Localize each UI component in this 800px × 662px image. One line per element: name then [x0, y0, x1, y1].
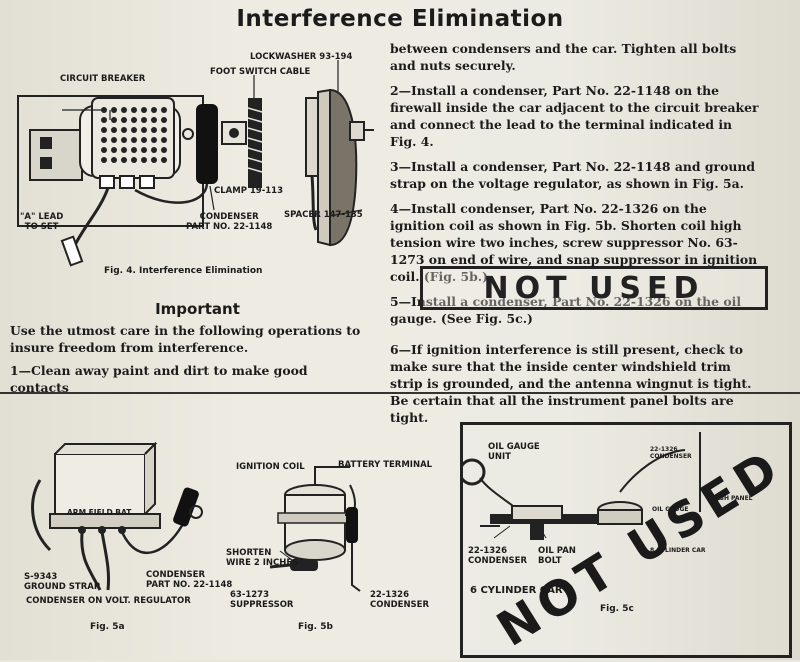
- fig5c-label-dash-panel: DASH PANEL: [710, 495, 753, 502]
- fig5a-title: CONDENSER ON VOLT. REGULATOR: [26, 596, 191, 606]
- fig5c-label-oil-pan-bolt: OIL PAN BOLT: [538, 546, 576, 566]
- important-intro: Use the utmost care in the following ope…: [10, 323, 361, 355]
- fig5b-caption: Fig. 5b: [298, 622, 333, 632]
- section-divider: [0, 392, 800, 394]
- step-3: 3—Install a condenser, Part No. 22-1148 …: [390, 159, 756, 191]
- fig5b-label-ignition-coil: IGNITION COIL: [236, 462, 305, 472]
- fig5b-label-battery-terminal: BATTERY TERMINAL: [338, 460, 433, 470]
- fig4-caption: Fig. 4. Interference Elimination: [104, 266, 263, 276]
- fig4-label-lockwasher: LOCKWASHER 93-194: [250, 52, 353, 62]
- fig4-drawing: [17, 60, 374, 267]
- left-column-text: Use the utmost care in the following ope…: [10, 322, 370, 396]
- fig5b-drawing: [269, 466, 361, 592]
- fig5c-label-small-condenser: 22-1326 CONDENSER: [650, 446, 692, 460]
- step-5: 5—Install a condenser, Part No. 22-1326 …: [390, 294, 742, 326]
- not-used-stamp: NOT USED: [420, 266, 768, 310]
- fig5a-label-terminals: ARM FIELD BAT: [67, 508, 132, 517]
- fig4-label-condenser: CONDENSER PART NO. 22-1148: [186, 212, 273, 232]
- fig4-label-spacer: SPACER 147-135: [284, 210, 363, 220]
- fig5c-drawing: [460, 432, 701, 540]
- fig5c-box: [460, 422, 792, 658]
- fig5b-label-shorten: SHORTEN WIRE 2 INCHES: [226, 548, 299, 568]
- important-heading: Important: [155, 300, 240, 318]
- fig5c-label-condenser: 22-1326 CONDENSER: [468, 546, 528, 566]
- fig5c-label-6-cylinder: 6 CYLINDER CAR: [470, 585, 563, 596]
- fig5b-label-condenser: 22-1326 CONDENSER: [370, 590, 430, 610]
- fig5a-label-ground-strap: S-9343 GROUND STRAP: [24, 572, 101, 592]
- fig4-label-foot-switch: FOOT SWITCH CABLE: [210, 67, 311, 77]
- page-title: Interference Elimination: [236, 6, 564, 32]
- step-4: 4—Install condenser, Part No. 22-1326 on…: [390, 201, 758, 284]
- paragraph-continuation: between condensers and the car. Tighten …: [390, 41, 737, 73]
- fig5c-label-8-cylinder: 8 CYLINDER CAR: [650, 547, 706, 554]
- fig5a-caption: Fig. 5a: [90, 622, 125, 632]
- fig4-label-a-lead: "A" LEAD TO SET: [20, 212, 64, 232]
- fig5c-label-oil-gauge-unit: OIL GAUGE UNIT: [488, 442, 540, 462]
- fig4-label-circuit-breaker: CIRCUIT BREAKER: [60, 74, 146, 84]
- fig4-label-clamp: CLAMP 19-113: [214, 186, 283, 196]
- fig5c-label-small-oil-gauge: OIL GAUGE: [652, 506, 689, 513]
- fig5b-label-suppressor: 63-1273 SUPPRESSOR: [230, 590, 294, 610]
- fig5c-caption: Fig. 5c: [600, 604, 634, 614]
- fig5a-label-condenser: CONDENSER PART NO. 22-1148: [146, 570, 233, 590]
- right-column-text: between condensers and the car. Tighten …: [390, 40, 762, 434]
- step-1: 1—Clean away paint and dirt to make good…: [10, 363, 308, 395]
- step-2: 2—Install a condenser, Part No. 22-1148 …: [390, 83, 759, 149]
- fig5a-drawing: [31, 441, 203, 591]
- step-6: 6—If ignition interference is still pres…: [390, 342, 752, 425]
